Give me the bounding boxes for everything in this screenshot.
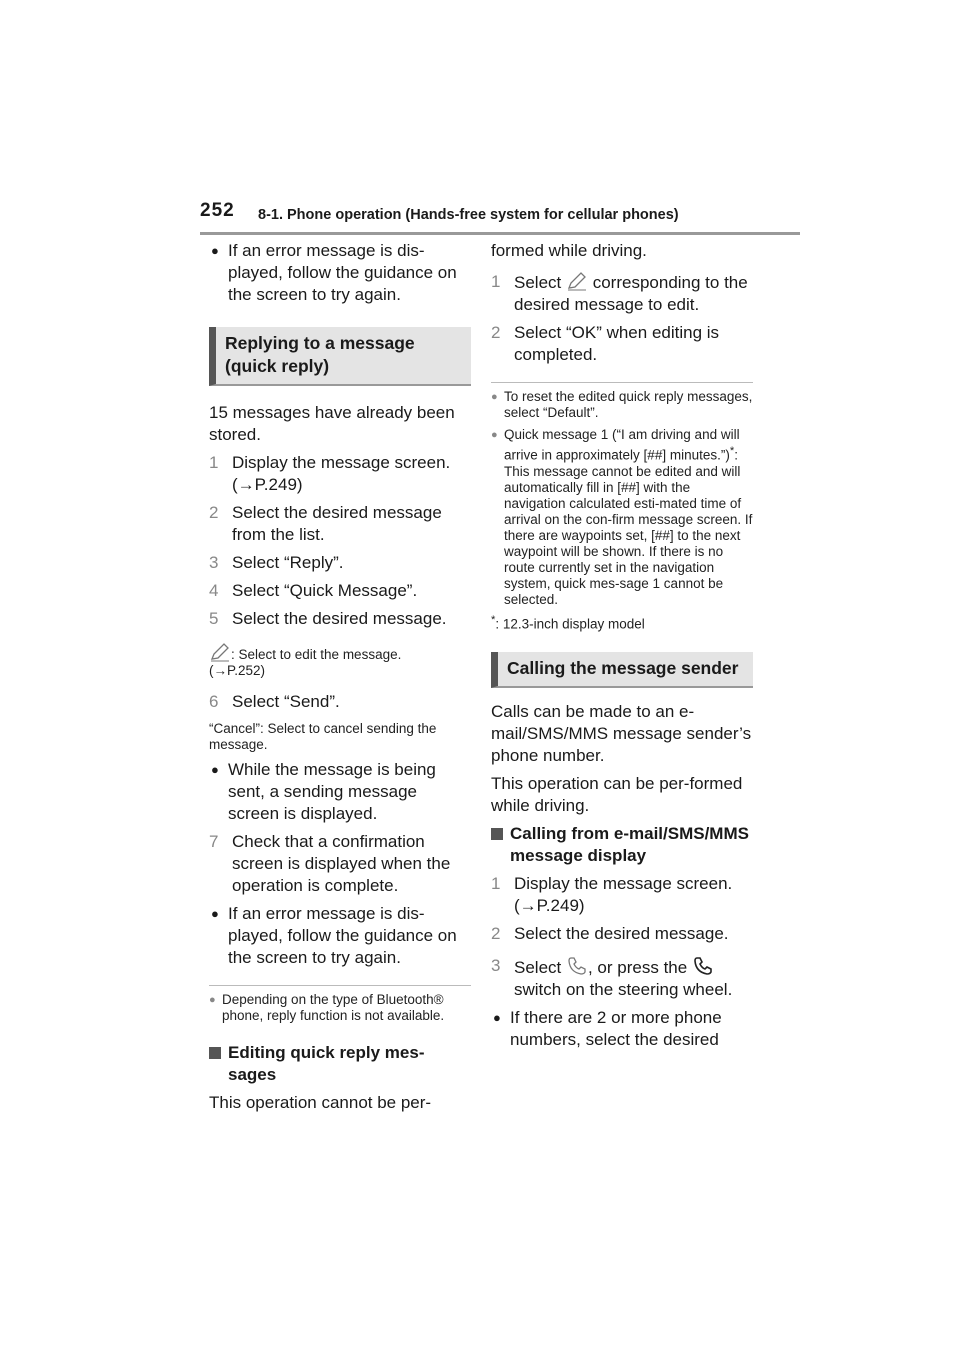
bullet-error: If an error message is dis-played, follo… (209, 240, 471, 306)
phone-switch-icon (692, 955, 714, 977)
note-bluetooth: Depending on the type of Bluetooth® phon… (209, 992, 471, 1024)
bullet-error-2: If an error message is dis-played, follo… (209, 903, 471, 969)
phone-handset-icon (566, 955, 588, 977)
header-rule (200, 232, 800, 235)
left-column: If an error message is dis-played, follo… (209, 240, 471, 1114)
note-quick-message: Quick message 1 (“I am driving and will … (491, 427, 753, 608)
bullet-phones: If there are 2 or more phone numbers, se… (491, 1007, 753, 1051)
continued-text: formed while driving. (491, 241, 647, 260)
operation-text: This operation can be per-formed while d… (491, 774, 743, 815)
heading-quick-reply: Replying to a message (quick reply) (209, 327, 471, 386)
note-reset: To reset the edited quick reply messages… (491, 389, 753, 421)
page-number: 252 (200, 200, 235, 221)
square-bullet-icon (491, 828, 503, 840)
note-divider-right (491, 382, 753, 383)
pencil-edit-icon (209, 642, 231, 662)
stored-text: 15 messages have already been stored. (209, 403, 455, 444)
edit-note: : Select to edit the message. (→P.252) (209, 642, 471, 679)
footnote: *: 12.3-inch display model (491, 613, 645, 632)
square-bullet-icon (209, 1047, 221, 1059)
bullet-sending: While the message is being sent, a sendi… (209, 759, 471, 825)
section-title: 8-1. Phone operation (Hands-free system … (258, 207, 679, 223)
note-divider (209, 985, 471, 986)
calls-text: Calls can be made to an e-mail/SMS/MMS m… (491, 702, 752, 765)
pencil-edit-icon (566, 271, 588, 291)
cannot-text: This operation cannot be per- (209, 1093, 432, 1112)
cancel-note: “Cancel”: Select to cancel sending the m… (209, 721, 437, 752)
subheading-calling: Calling from e-mail/SMS/MMS message disp… (491, 823, 753, 867)
subheading-edit-quick-reply: Editing quick reply mes-sages (209, 1042, 471, 1086)
heading-calling-sender: Calling the message sender (491, 652, 753, 688)
